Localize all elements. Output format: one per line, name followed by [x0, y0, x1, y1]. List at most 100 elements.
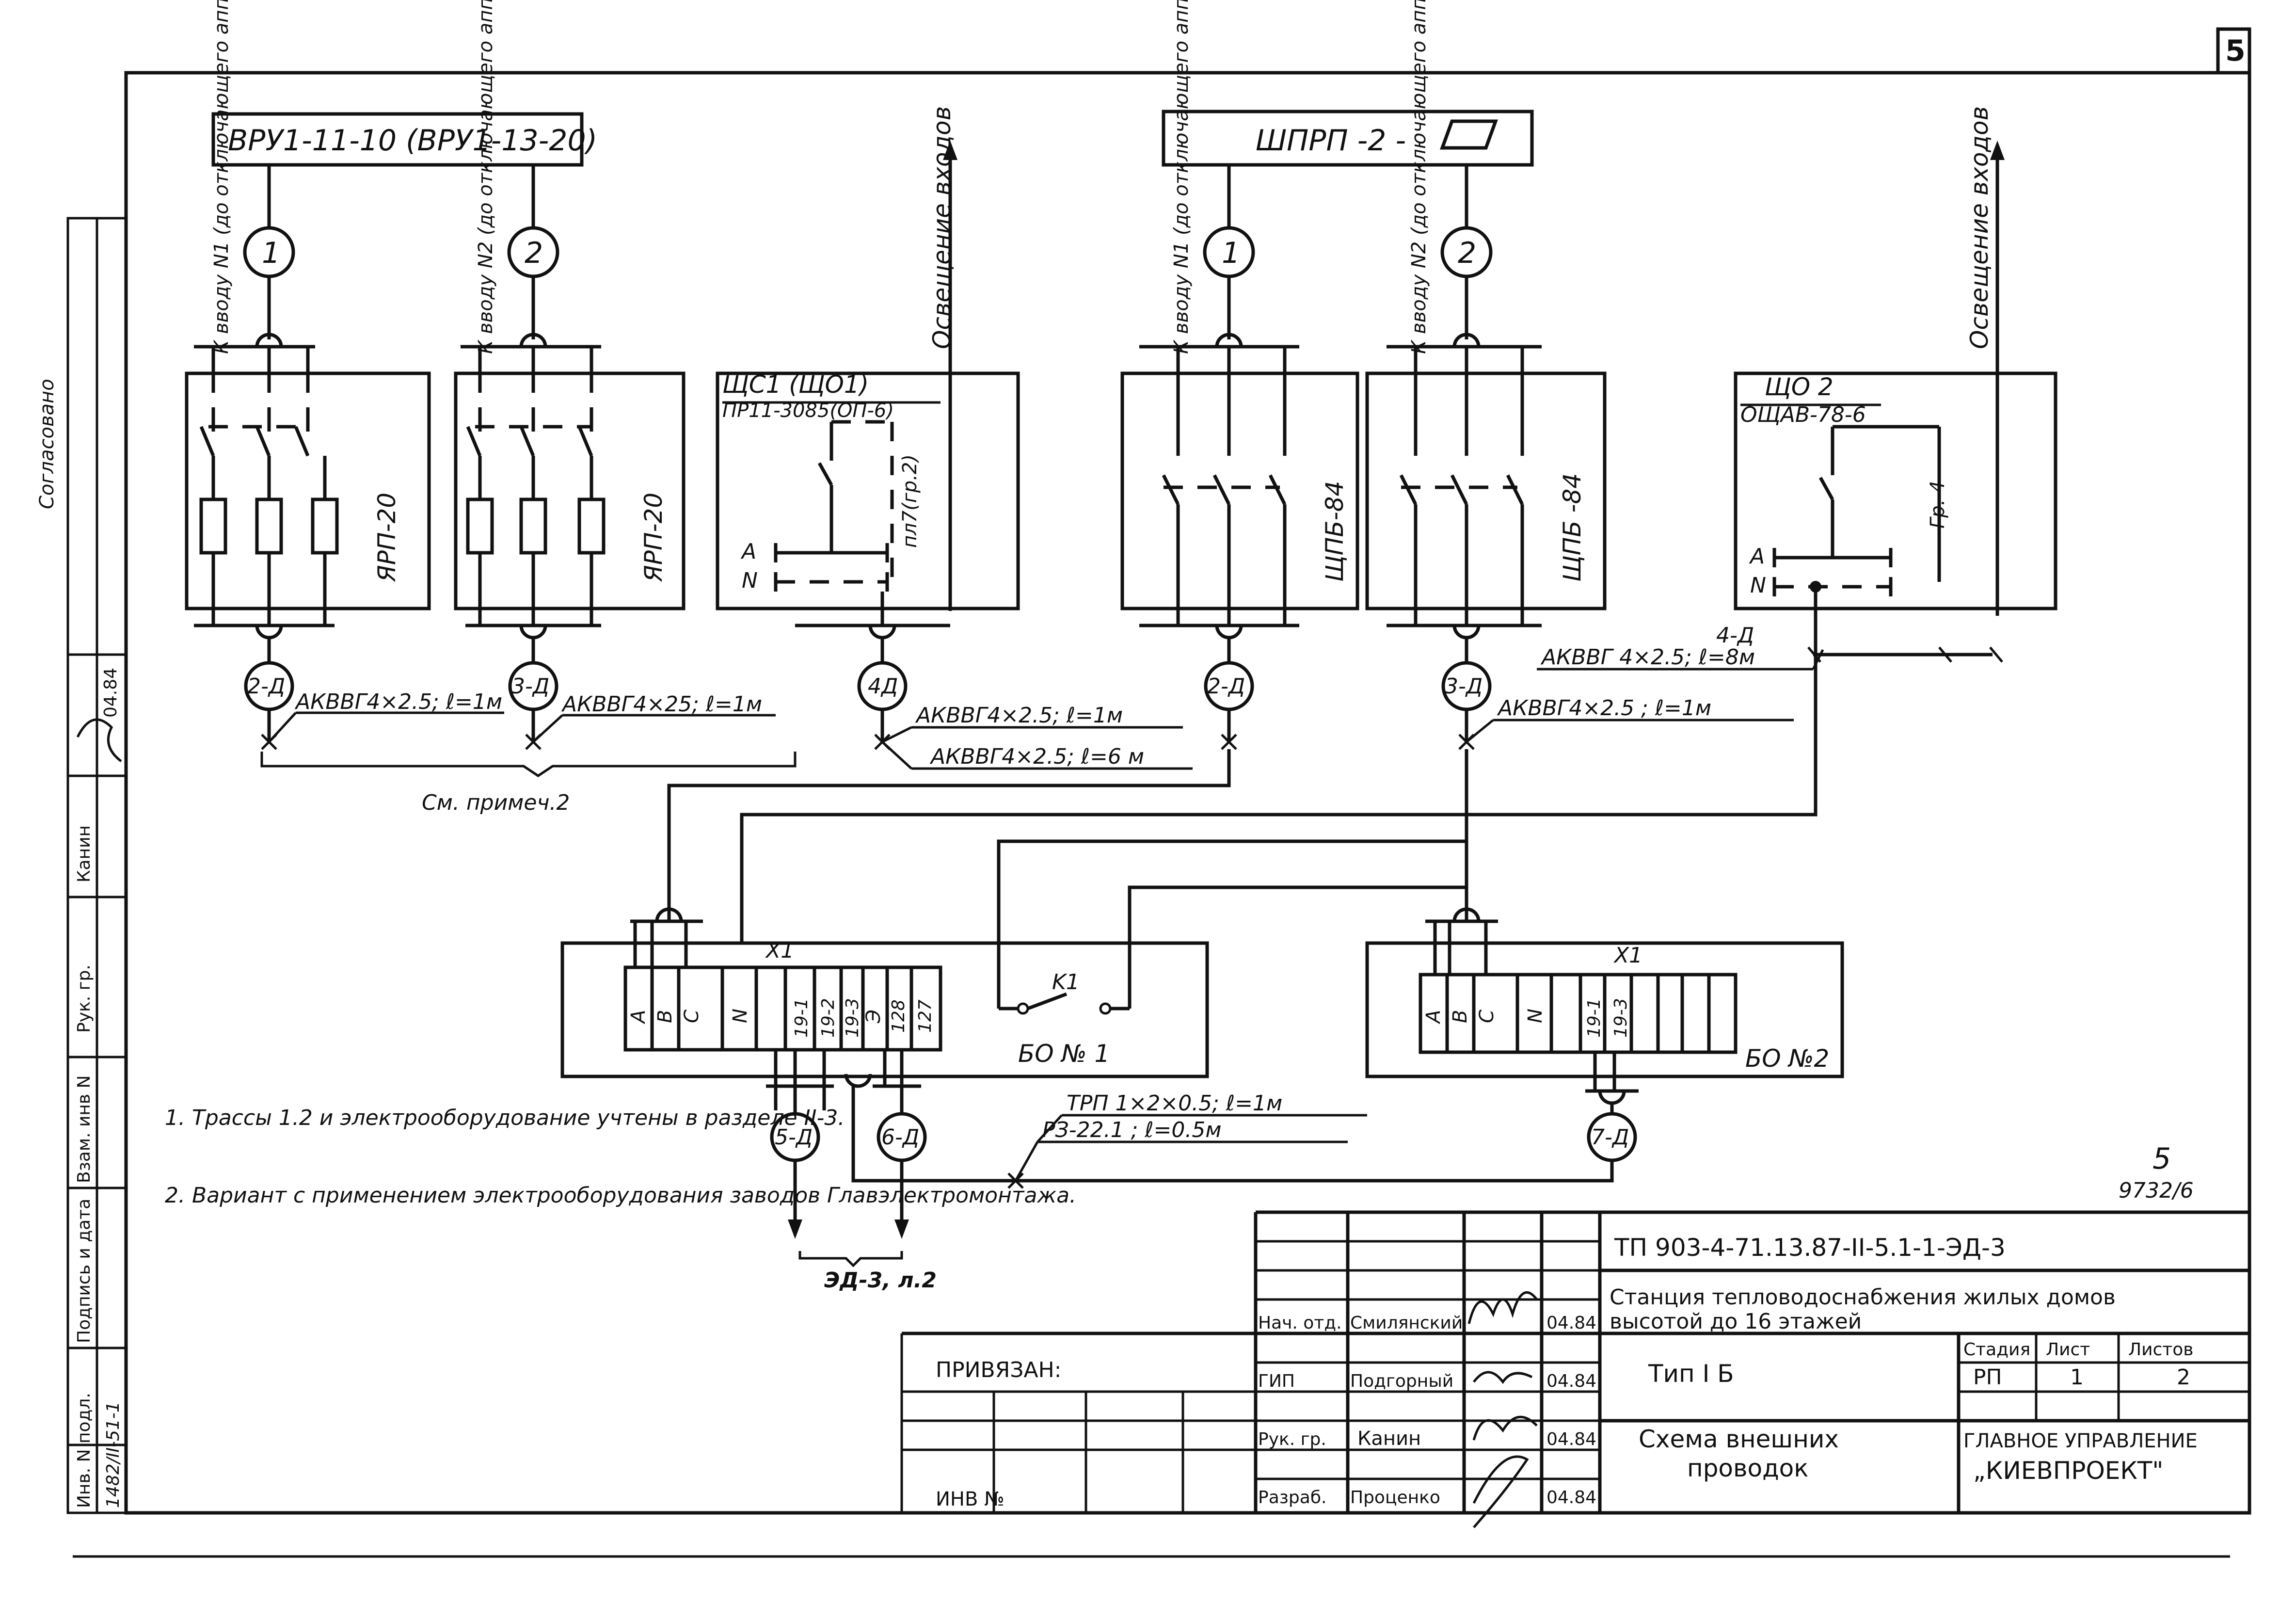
svg-text:ЯРП-20: ЯРП-20 [373, 493, 401, 582]
svg-text:1: 1 [262, 236, 280, 270]
svg-text:Э: Э [862, 1010, 885, 1024]
svg-text:РП: РП [1973, 1365, 2002, 1390]
project-line-1: Станция тепловодоснабжения жилых домов [1610, 1285, 2116, 1310]
k1-contact [999, 992, 1130, 1015]
svg-text:04.84: 04.84 [1547, 1313, 1596, 1333]
bo2-box [1365, 907, 1844, 1105]
svg-text:пл7(гр.2): пл7(гр.2) [899, 454, 921, 548]
svg-text:Подгорный: Подгорный [1350, 1371, 1453, 1391]
svg-text:ЯРП-20: ЯРП-20 [639, 493, 668, 582]
svg-text:А: А [1749, 544, 1765, 569]
org-line-2: „КИЕВПРОЕКТ" [1973, 1457, 2163, 1485]
see-note-text: См. примеч.2 [422, 790, 570, 815]
svg-text:АКВВГ4×25; ℓ=1м: АКВВГ4×25; ℓ=1м [561, 692, 762, 717]
sheet-title-1: Схема внешних [1639, 1425, 1839, 1453]
svg-text:Смилянский: Смилянский [1350, 1313, 1463, 1333]
panel-shpb-1 [1120, 333, 1359, 640]
svg-text:А: А [1422, 1010, 1445, 1025]
svg-text:19-3: 19-3 [1611, 998, 1631, 1038]
svg-text:1: 1 [2070, 1365, 2084, 1390]
side-agreed: Согласовано [36, 379, 58, 509]
svg-text:2: 2 [1458, 236, 1476, 270]
type-label: Тип I Б [1648, 1360, 1734, 1388]
panel-yarp-2 [454, 333, 686, 640]
lower-circles [770, 1086, 1637, 1239]
svg-text:АКВВГ4×2.5; ℓ=1м: АКВВГ4×2.5; ℓ=1м [915, 703, 1123, 728]
svg-text:N: N [1524, 1009, 1547, 1023]
svg-text:К вводу N2 (до отключающего ап: К вводу N2 (до отключающего аппарата) [1408, 0, 1430, 354]
svg-text:ОЩАВ-78-6: ОЩАВ-78-6 [1740, 402, 1866, 427]
svg-text:К вводу N1 (до отключающего ап: К вводу N1 (до отключающего аппарата) [1170, 0, 1193, 354]
svg-text:АКВВГ4×2.5 ; ℓ=1м: АКВВГ4×2.5 ; ℓ=1м [1497, 696, 1711, 721]
bo1-box [560, 907, 1209, 1110]
svg-text:19-2: 19-2 [818, 998, 838, 1038]
org-line-1: ГЛАВНОЕ УПРАВЛЕНИЕ [1963, 1430, 2198, 1452]
stamp-number: 5 [2152, 1142, 2171, 1176]
side-date: 04.84 [101, 668, 121, 718]
ref-text: ЭД-3, л.2 [824, 1268, 937, 1293]
panel-shpb-2 [1365, 333, 1607, 640]
doc-code: ТП 903-4-71.13.87-II-5.1-1-ЭД-3 [1614, 1234, 2006, 1262]
svg-text:4Д: 4Д [868, 674, 898, 699]
svg-text:3-Д: 3-Д [511, 674, 549, 699]
bo1-terminals: А В С N 19-1 19-2 19-3 Э 128 127 [627, 998, 935, 1038]
svg-text:19-1: 19-1 [1584, 998, 1604, 1038]
title-block [900, 1210, 2249, 1515]
svg-text:N: N [1750, 573, 1766, 598]
svg-text:04.84: 04.84 [1547, 1371, 1596, 1391]
svg-text:АКВВГ 4×2.5; ℓ=8м: АКВВГ 4×2.5; ℓ=8м [1540, 645, 1755, 670]
stamp-code: 9732/6 [2119, 1178, 2194, 1203]
cable-leaders [261, 646, 2003, 770]
svg-text:РЗ-22.1 ; ℓ=0.5м: РЗ-22.1 ; ℓ=0.5м [1042, 1118, 1222, 1142]
side-name: Канин [74, 825, 94, 882]
panel-sho2 [1734, 371, 2057, 655]
note-1: 1. Трассы 1.2 и электрооборудование учте… [165, 1106, 845, 1130]
svg-text:А: А [627, 1010, 650, 1025]
side-orig-inv-value: 1482/II-51-1 [103, 1401, 123, 1508]
bo-connections [667, 655, 1818, 1009]
svg-text:Нач. отд.: Нач. отд. [1258, 1313, 1342, 1333]
svg-text:Проценко: Проценко [1350, 1488, 1440, 1508]
svg-text:N: N [742, 568, 758, 593]
svg-text:K1: K1 [1052, 970, 1080, 994]
svg-text:В: В [654, 1010, 676, 1023]
side-role: Рук. гр. [74, 964, 94, 1033]
svg-text:С: С [681, 1010, 703, 1023]
source-right-label: ШПРП -2 - [1256, 124, 1406, 158]
side-sign-date: Подпись и дата [74, 1199, 94, 1343]
svg-text:3-Д: 3-Д [1445, 674, 1483, 699]
label-to-input-1: К вводу N1 (до отключающего аппарата) [210, 0, 233, 354]
svg-text:А: А [740, 539, 756, 564]
sheet-number: 5 [2225, 34, 2246, 68]
svg-text:ПР11-3085(ОП-6): ПР11-3085(ОП-6) [722, 400, 894, 422]
svg-text:В: В [1449, 1010, 1471, 1023]
svg-text:2: 2 [525, 236, 543, 270]
see-note-brace [260, 752, 797, 778]
svg-text:2-Д: 2-Д [1207, 674, 1245, 699]
source-right-box [1162, 110, 1534, 167]
side-strip [66, 217, 128, 1514]
svg-text:АКВВГ4×2.5; ℓ=6 м: АКВВГ4×2.5; ℓ=6 м [929, 744, 1144, 769]
svg-text:19-3: 19-3 [843, 998, 862, 1038]
svg-text:С: С [1476, 1010, 1498, 1023]
svg-text:АКВВГ4×2.5; ℓ=1м: АКВВГ4×2.5; ℓ=1м [294, 690, 502, 714]
svg-text:Канин: Канин [1357, 1428, 1421, 1450]
svg-text:Освещение входов: Освещение входов [1965, 106, 1993, 349]
attached-label: ПРИВЯЗАН: [936, 1358, 1062, 1382]
source-left-box [211, 112, 584, 167]
svg-text:127: 127 [915, 999, 935, 1033]
svg-text:ГИП: ГИП [1258, 1371, 1295, 1391]
svg-text:4-Д: 4-Д [1716, 623, 1754, 648]
svg-text:Стадия: Стадия [1963, 1340, 2030, 1360]
svg-text:Листов: Листов [2128, 1340, 2193, 1360]
svg-text:Рук. гр.: Рук. гр. [1258, 1429, 1326, 1449]
inv-label: ИНВ № [936, 1488, 1004, 1510]
svg-text:Разраб.: Разраб. [1258, 1488, 1326, 1508]
panel-shs1 [716, 371, 1020, 640]
svg-text:X1: X1 [765, 938, 794, 963]
svg-text:ЩС1 (ЩО1): ЩС1 (ЩО1) [722, 370, 869, 399]
source-left-label: ВРУ1-11-10 (ВРУ1-13-20) [228, 124, 597, 158]
svg-text:128: 128 [889, 999, 909, 1033]
side-orig-inv: Инв. N подл. [74, 1393, 94, 1508]
